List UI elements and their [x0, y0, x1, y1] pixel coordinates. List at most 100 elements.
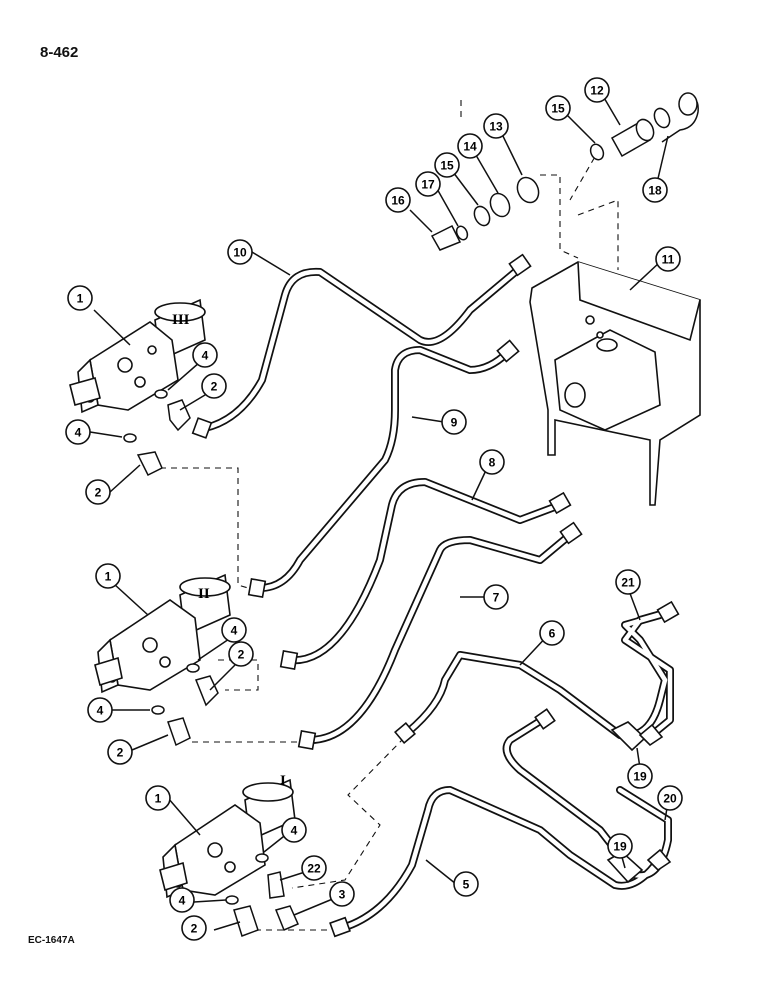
callout-circle [539, 620, 565, 646]
callout-circle [65, 419, 91, 445]
callout-circle [479, 449, 505, 475]
callout-circle [227, 239, 253, 265]
callout-circle [483, 113, 509, 139]
callout-number: 1 [155, 792, 162, 806]
callout-circle [192, 342, 218, 368]
callout-number: 2 [191, 922, 198, 936]
callout-circle [584, 77, 610, 103]
callout-10: 10 [227, 239, 253, 265]
callout-circle [615, 569, 641, 595]
callout-number: 12 [590, 84, 604, 98]
callout-16: 16 [385, 187, 411, 213]
callout-4: 4 [169, 887, 195, 913]
callout-number: 17 [421, 178, 435, 192]
callout-8: 8 [479, 449, 505, 475]
callout-number: 5 [463, 878, 470, 892]
tube-10 [201, 264, 524, 432]
callout-2: 2 [107, 739, 133, 765]
callout-2: 2 [85, 479, 111, 505]
callout-7: 7 [483, 584, 509, 610]
callout-circle [95, 563, 121, 589]
callout-19: 19 [627, 763, 653, 789]
callout-number: 10 [233, 246, 247, 260]
callout-number: 4 [97, 704, 104, 718]
callout-3: 3 [329, 881, 355, 907]
callout-circle [483, 584, 509, 610]
callout-11: 11 [655, 246, 681, 272]
callout-5: 5 [453, 871, 479, 897]
callout-22: 22 [301, 855, 327, 881]
callout-1: 1 [67, 285, 93, 311]
tube-20 [502, 714, 672, 880]
callout-number: 3 [339, 888, 346, 902]
callout-4: 4 [281, 817, 307, 843]
callout-number: 6 [549, 627, 556, 641]
callout-number: 18 [648, 184, 662, 198]
roman-label-I: I [280, 773, 286, 789]
callout-15: 15 [434, 152, 460, 178]
callout-21: 21 [615, 569, 641, 595]
tube-nuts [191, 253, 680, 938]
valve-section-III [69, 298, 206, 414]
callout-circle [281, 817, 307, 843]
tube-7 [306, 531, 574, 744]
callout-circle [453, 871, 479, 897]
callout-circle [329, 881, 355, 907]
callout-circle [169, 887, 195, 913]
callout-2: 2 [201, 373, 227, 399]
callout-4: 4 [192, 342, 218, 368]
callout-6: 6 [539, 620, 565, 646]
callout-circle [441, 409, 467, 435]
callout-number: 4 [291, 824, 298, 838]
roman-label-III: III [172, 312, 190, 328]
callout-1: 1 [95, 563, 121, 589]
valve-roman-labels: III II I [172, 312, 286, 789]
callout-number: 15 [551, 102, 565, 116]
callout-14: 14 [457, 133, 483, 159]
valve-section-I [159, 778, 296, 899]
callout-2: 2 [228, 641, 254, 667]
callout-number: 1 [77, 292, 84, 306]
callout-circle [545, 95, 571, 121]
callout-bubbles: 1424214242142234210987651617151413151218… [65, 77, 683, 941]
callout-number: 4 [179, 894, 186, 908]
callout-17: 17 [415, 171, 441, 197]
roman-label-II: II [198, 586, 210, 602]
callout-9: 9 [441, 409, 467, 435]
callout-circle [201, 373, 227, 399]
page-number: 8-462 [40, 44, 79, 61]
callout-15: 15 [545, 95, 571, 121]
callout-circle [415, 171, 441, 197]
callout-circle [607, 833, 633, 859]
callout-circle [642, 177, 668, 203]
callout-4: 4 [221, 617, 247, 643]
callout-number: 4 [202, 349, 209, 363]
callout-12: 12 [584, 77, 610, 103]
callout-circle [657, 785, 683, 811]
callout-number: 16 [391, 194, 405, 208]
callout-18: 18 [642, 177, 668, 203]
callout-number: 1 [105, 570, 112, 584]
tube-8 [286, 478, 564, 665]
callout-circle [145, 785, 171, 811]
callout-circle [85, 479, 111, 505]
callout-number: 13 [489, 120, 503, 134]
mounting-bracket [529, 261, 701, 506]
callout-number: 4 [231, 624, 238, 638]
callout-circle [434, 152, 460, 178]
callout-number: 19 [633, 770, 647, 784]
callout-1: 1 [145, 785, 171, 811]
assembly-dash-lines [160, 100, 619, 931]
callout-number: 15 [440, 159, 454, 173]
callout-circle [67, 285, 93, 311]
callout-number: 22 [307, 862, 321, 876]
callout-circle [107, 739, 133, 765]
callout-number: 20 [663, 792, 677, 806]
figure-code: EC-1647A [28, 935, 75, 946]
valve-section-II [94, 573, 231, 694]
callout-number: 11 [662, 253, 675, 267]
callout-circle [87, 697, 113, 723]
callout-number: 2 [211, 380, 218, 394]
coupler-assembly [430, 92, 699, 251]
callouts [89, 95, 669, 931]
